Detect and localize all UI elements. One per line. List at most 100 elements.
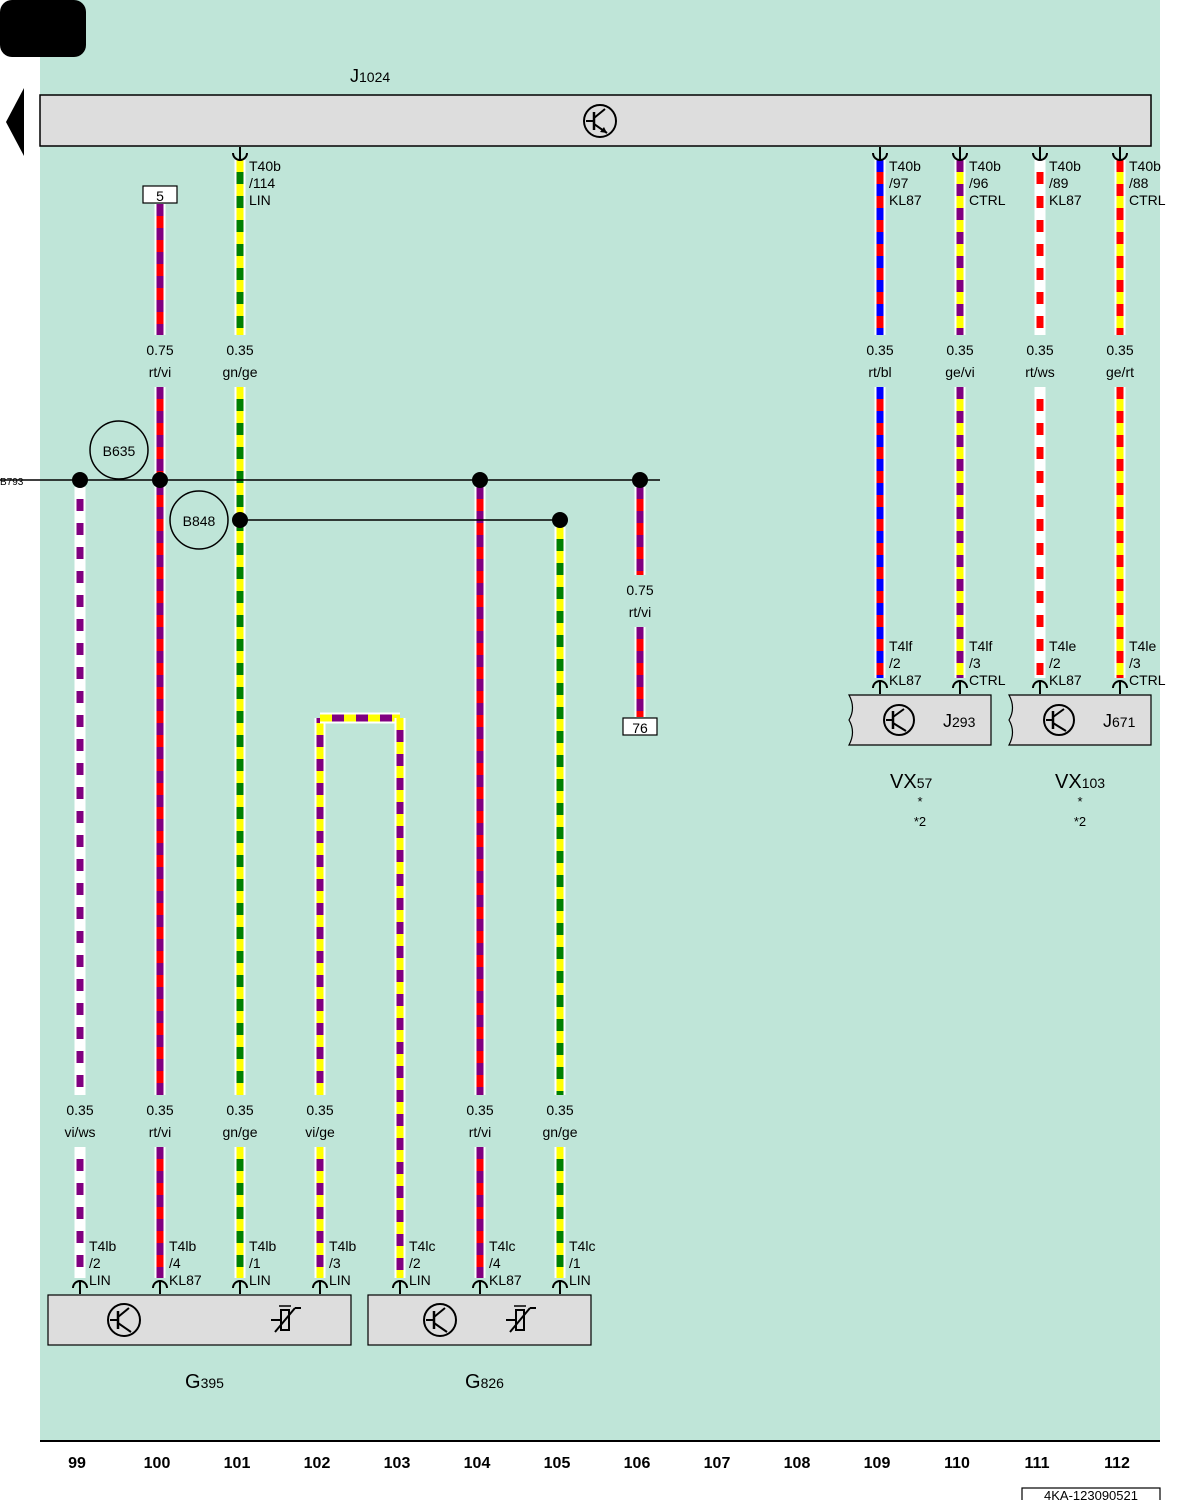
connector-plug <box>1112 152 1128 161</box>
column-number: 108 <box>784 1455 811 1472</box>
connector-pin: /1 <box>249 1255 261 1271</box>
connector-signal: KL87 <box>1049 192 1082 208</box>
connector-signal: KL87 <box>889 672 922 688</box>
wire-size: 0.35 <box>866 342 893 358</box>
connector-label: T4lc <box>569 1238 595 1254</box>
wire-color: gn/ge <box>222 1124 257 1140</box>
wire-color: vi/ws <box>64 1124 95 1140</box>
bus-label-b793: B793 <box>0 477 24 488</box>
control-unit-j1024[interactable] <box>39 94 1152 147</box>
reference-box-5[interactable] <box>142 185 178 204</box>
connector-signal: LIN <box>569 1272 591 1288</box>
reference-box-76-label: 76 <box>632 720 648 736</box>
connector-signal: LIN <box>249 1272 271 1288</box>
junction-dot <box>632 472 648 488</box>
connector-pin: /3 <box>329 1255 341 1271</box>
junction-dot <box>232 512 248 528</box>
connector-plug <box>1112 680 1128 689</box>
wire-size: 0.35 <box>546 1102 573 1118</box>
connector-plug <box>152 1280 168 1289</box>
connector-label: T4lc <box>489 1238 515 1254</box>
connector-label: T40b <box>969 158 1001 174</box>
control-unit-j293[interactable] <box>847 694 992 746</box>
top-wire-labels: 0.75 rt/vi 0.35 gn/ge 0.35 rt/bl 0.35 ge… <box>146 342 1134 620</box>
wire-color: rt/bl <box>868 364 891 380</box>
connector-pin: /2 <box>889 655 901 671</box>
connector-plug <box>872 152 888 161</box>
wire-color: vi/ge <box>305 1124 335 1140</box>
sensor-icon <box>506 1305 536 1333</box>
connector-pin: /2 <box>1049 655 1061 671</box>
component-vx103-note: * <box>1077 794 1082 809</box>
connector-pin: /3 <box>969 655 981 671</box>
component-j671-label: J671 <box>1103 711 1136 731</box>
connector-label: T40b <box>1129 158 1161 174</box>
junction-dot <box>72 472 88 488</box>
connector-pin: /88 <box>1129 175 1149 191</box>
connector-pin: /114 <box>249 175 275 191</box>
connector-label: T4le <box>1049 638 1076 654</box>
column-number: 106 <box>624 1455 651 1472</box>
connector-signal: LIN <box>89 1272 111 1288</box>
connector-signal: KL87 <box>1049 672 1082 688</box>
junction-b635-label: B635 <box>103 443 136 459</box>
connector-pin: /2 <box>89 1255 101 1271</box>
connector-plug <box>72 1280 88 1289</box>
component-g826[interactable] <box>367 1294 592 1346</box>
connector-label: T4lf <box>889 638 912 654</box>
component-vx103-note: *2 <box>1074 814 1086 829</box>
component-vx57-label: VX57 <box>890 771 932 793</box>
transistor-icon <box>107 1303 141 1337</box>
reference-box-76[interactable] <box>622 717 658 736</box>
column-number: 105 <box>544 1455 571 1472</box>
column-number: 109 <box>864 1455 891 1472</box>
connector-signal: CTRL <box>1129 192 1166 208</box>
connector-signal: KL87 <box>169 1272 202 1288</box>
connector-pin: /96 <box>969 175 989 191</box>
connector-pin: /2 <box>409 1255 421 1271</box>
column-number: 111 <box>1025 1455 1050 1472</box>
connector-label: T40b <box>249 158 281 174</box>
wire-size: 0.35 <box>226 1102 253 1118</box>
connector-label: T4lb <box>89 1238 116 1254</box>
wire-size: 0.75 <box>146 342 173 358</box>
drawing-id: 4KA-123090521 <box>1044 1488 1138 1500</box>
junction-b848[interactable] <box>169 490 229 550</box>
column-number: 102 <box>304 1455 331 1472</box>
connector-label: T4lb <box>169 1238 196 1254</box>
column-number: 101 <box>224 1455 251 1472</box>
transistor-icon <box>883 704 915 736</box>
column-number: 103 <box>384 1455 411 1472</box>
control-unit-j671[interactable] <box>1007 694 1152 746</box>
connector-label: T4lf <box>969 638 992 654</box>
transistor-icon <box>1043 704 1075 736</box>
drawing-id-box <box>1021 1487 1161 1500</box>
connector-plug <box>552 1280 568 1289</box>
connector-pin: /1 <box>569 1255 581 1271</box>
column-number: 104 <box>464 1455 491 1472</box>
wire-size: 0.35 <box>946 342 973 358</box>
wire-size: 0.35 <box>466 1102 493 1118</box>
control-unit-label: J1024 <box>350 66 390 86</box>
connector-label: T40b <box>889 158 921 174</box>
column-number: 110 <box>944 1455 970 1472</box>
component-vx57-note: *2 <box>914 814 926 829</box>
top-connectors <box>72 147 1128 1294</box>
connector-signal: CTRL <box>1129 672 1166 688</box>
wire-color: gn/ge <box>222 364 257 380</box>
column-number: 107 <box>704 1455 731 1472</box>
connector-signal: KL87 <box>489 1272 522 1288</box>
connector-plug <box>392 1280 408 1289</box>
component-g395[interactable] <box>47 1294 352 1346</box>
column-number: 100 <box>144 1455 171 1472</box>
previous-page-arrow-icon[interactable] <box>6 88 24 156</box>
page-tab[interactable] <box>0 0 86 57</box>
wire-color: rt/vi <box>149 364 172 380</box>
sensor-icon <box>271 1305 301 1333</box>
junction-dot <box>552 512 568 528</box>
right-connector-labels: T4lf /2 KL87 T4lf /3 CTRL T4le /2 KL87 T… <box>889 638 1166 688</box>
column-number: 99 <box>68 1455 86 1472</box>
connector-signal: KL87 <box>889 192 922 208</box>
junction-b635[interactable] <box>89 420 149 480</box>
wire-size: 0.35 <box>146 1102 173 1118</box>
